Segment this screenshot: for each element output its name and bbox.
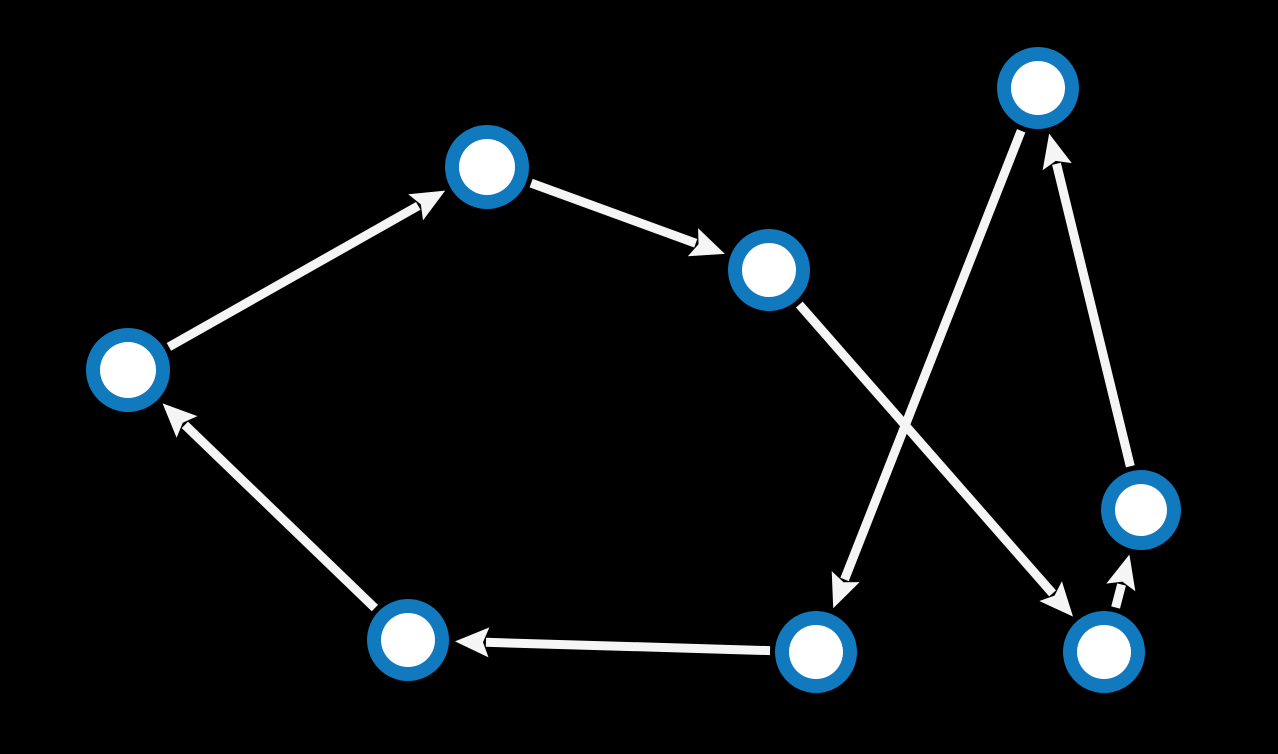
graph-node[interactable] (728, 229, 810, 311)
graph-edge[interactable] (795, 301, 1056, 597)
node-core (100, 342, 156, 398)
graph-node[interactable] (775, 611, 857, 693)
edge-arrowhead-icon (1042, 133, 1072, 171)
node-core (1115, 484, 1167, 536)
graph-edge[interactable] (529, 178, 698, 248)
graph-node[interactable] (445, 125, 529, 209)
edge-arrowhead-icon (1106, 554, 1136, 592)
graph-edge[interactable] (485, 637, 771, 656)
graph-node[interactable] (1063, 611, 1145, 693)
node-core (1077, 625, 1131, 679)
node-core (742, 243, 796, 297)
graph-node[interactable] (997, 47, 1079, 129)
edge-arrowhead-icon (408, 190, 446, 221)
node-core (1011, 61, 1065, 115)
graph-edge[interactable] (1111, 583, 1126, 609)
node-core (381, 613, 435, 667)
graph-edge[interactable] (1052, 162, 1135, 468)
edge-arrowhead-icon (687, 228, 725, 257)
node-core (789, 625, 843, 679)
node-core (459, 139, 515, 195)
edge-arrowhead-icon (454, 627, 490, 658)
edge-arrowhead-icon (831, 571, 860, 609)
graph-edge[interactable] (166, 201, 421, 351)
graph-edge[interactable] (181, 421, 379, 612)
edge-layer (162, 129, 1136, 658)
edge-arrowhead-icon (162, 403, 198, 438)
graph-node[interactable] (86, 328, 170, 412)
edge-arrowhead-icon (1039, 581, 1074, 617)
graph-edge[interactable] (840, 129, 1026, 582)
node-layer (86, 47, 1181, 693)
graph-node[interactable] (367, 599, 449, 681)
graph-node[interactable] (1101, 470, 1181, 550)
